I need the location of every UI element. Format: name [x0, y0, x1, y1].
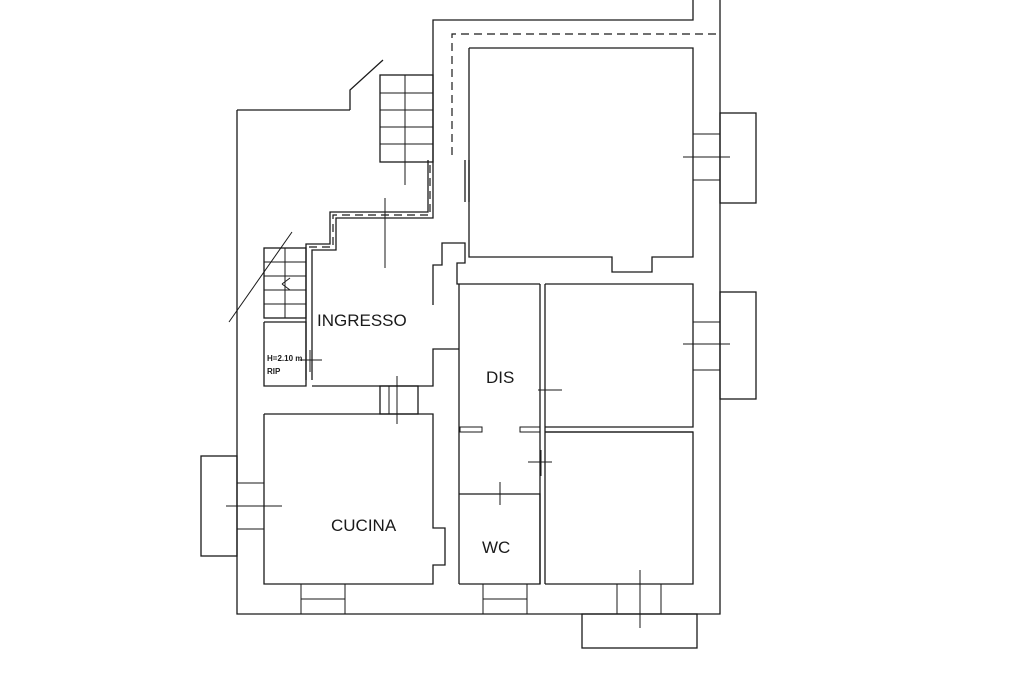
room-upper-right	[464, 47, 694, 273]
storage-room	[263, 321, 322, 387]
label-dis: DIS	[486, 368, 514, 387]
window-left	[200, 455, 282, 557]
terrace-dashed-line	[451, 33, 716, 160]
label-rip: RIP	[267, 367, 281, 376]
stair-left	[263, 247, 307, 319]
label-height: H=2.10 m	[267, 354, 302, 363]
room-right-upper	[545, 283, 694, 433]
outer-walls	[228, 0, 721, 615]
room-right-lower	[545, 431, 694, 585]
label-cucina: CUCINA	[331, 516, 397, 535]
window-right-2	[683, 291, 757, 400]
label-ingresso: INGRESSO	[317, 311, 407, 330]
kitchen-door	[379, 376, 419, 424]
window-bottom-2	[482, 583, 528, 615]
ingresso-walls	[312, 242, 540, 387]
room-wc	[459, 482, 541, 585]
room-cucina	[263, 413, 446, 585]
stair-upper	[379, 74, 434, 185]
window-right-1	[683, 112, 757, 204]
room-dis	[458, 284, 562, 584]
stepped-wall	[305, 160, 434, 380]
label-wc: WC	[482, 538, 510, 557]
window-bottom-3	[581, 570, 698, 649]
window-bottom-1	[300, 583, 346, 615]
